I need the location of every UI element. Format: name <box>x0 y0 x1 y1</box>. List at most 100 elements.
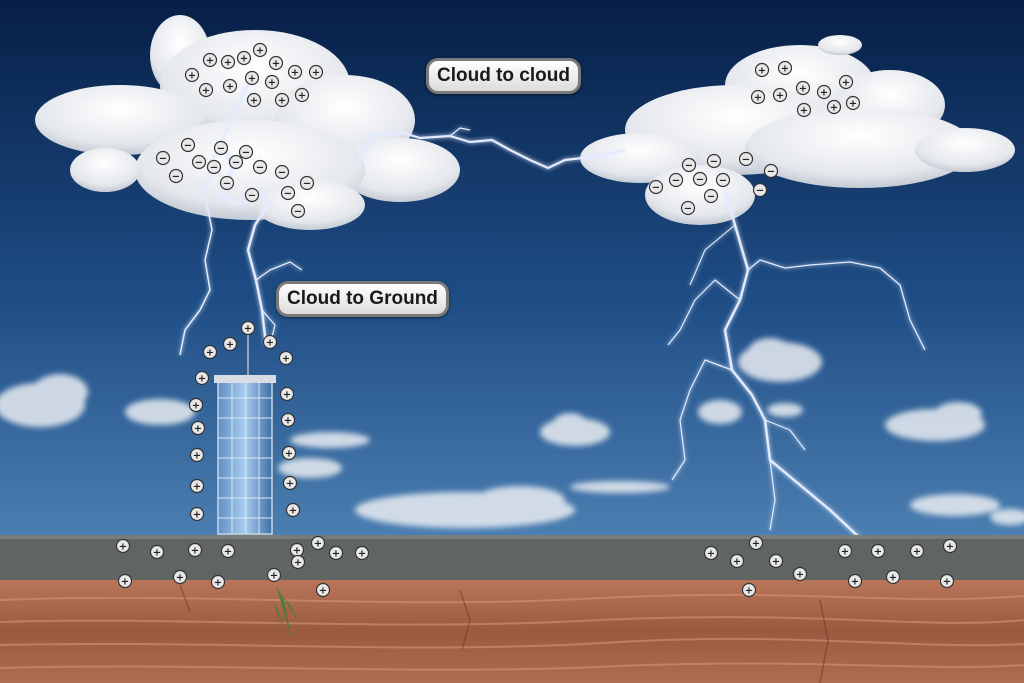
svg-text:+: + <box>745 586 753 597</box>
svg-text:−: − <box>159 154 167 165</box>
negative-charge: − <box>290 203 306 219</box>
left-storm-cloud <box>35 15 460 230</box>
positive-charge: + <box>190 420 206 436</box>
svg-text:−: − <box>172 172 180 183</box>
negative-charge: − <box>213 140 229 156</box>
cloud-to-cloud-label: Cloud to cloud <box>426 58 581 94</box>
svg-text:+: + <box>193 451 201 462</box>
negative-charge: − <box>280 185 296 201</box>
positive-charge: + <box>222 78 238 94</box>
negative-charge: − <box>715 172 731 188</box>
positive-charge: + <box>768 553 784 569</box>
negative-charge: − <box>706 153 722 169</box>
positive-charge: + <box>264 74 280 90</box>
positive-charge: + <box>220 54 236 70</box>
svg-text:+: + <box>206 56 214 67</box>
negative-charge: − <box>244 187 260 203</box>
svg-text:+: + <box>830 103 838 114</box>
negative-charge: − <box>648 179 664 195</box>
svg-text:+: + <box>266 338 274 349</box>
positive-charge: + <box>280 412 296 428</box>
positive-charge: + <box>189 478 205 494</box>
svg-text:+: + <box>772 557 780 568</box>
svg-text:−: − <box>284 189 292 200</box>
positive-charge: + <box>290 554 306 570</box>
negative-charge: − <box>191 154 207 170</box>
positive-charge: + <box>847 573 863 589</box>
positive-charge: + <box>315 582 331 598</box>
positive-charge: + <box>777 60 793 76</box>
positive-charge: + <box>729 553 745 569</box>
svg-text:−: − <box>210 163 218 174</box>
svg-text:+: + <box>946 542 954 553</box>
positive-charge: + <box>328 545 344 561</box>
positive-charge: + <box>826 99 842 115</box>
svg-text:+: + <box>153 548 161 559</box>
svg-text:+: + <box>758 66 766 77</box>
positive-charge: + <box>210 574 226 590</box>
svg-text:+: + <box>268 78 276 89</box>
negative-charge: − <box>299 175 315 191</box>
positive-charge: + <box>252 42 268 58</box>
positive-charge: + <box>194 370 210 386</box>
svg-text:−: − <box>294 207 302 218</box>
svg-text:+: + <box>282 354 290 365</box>
negative-charge: − <box>752 182 768 198</box>
svg-text:+: + <box>874 547 882 558</box>
positive-charge: + <box>287 64 303 80</box>
svg-text:+: + <box>206 348 214 359</box>
positive-charge: + <box>188 397 204 413</box>
positive-charge: + <box>308 64 324 80</box>
positive-charge: + <box>149 544 165 560</box>
negative-charge: − <box>252 159 268 175</box>
positive-charge: + <box>117 573 133 589</box>
svg-text:+: + <box>332 549 340 560</box>
positive-charge: + <box>792 566 808 582</box>
cloud-to-ground-lightning <box>179 79 303 356</box>
svg-text:−: − <box>684 204 692 215</box>
svg-text:−: − <box>223 179 231 190</box>
negative-charge: − <box>692 171 708 187</box>
svg-text:+: + <box>226 340 234 351</box>
negative-charge: − <box>681 157 697 173</box>
svg-text:+: + <box>294 558 302 569</box>
svg-text:+: + <box>244 324 252 335</box>
svg-text:+: + <box>781 64 789 75</box>
svg-text:−: − <box>707 192 715 203</box>
svg-text:+: + <box>214 578 222 589</box>
positive-charge: + <box>184 67 200 83</box>
svg-text:+: + <box>291 68 299 79</box>
positive-charge: + <box>115 538 131 554</box>
negative-charge: − <box>155 150 171 166</box>
svg-text:−: − <box>195 158 203 169</box>
svg-text:+: + <box>240 54 248 65</box>
svg-text:+: + <box>250 96 258 107</box>
svg-text:+: + <box>270 571 278 582</box>
svg-text:−: − <box>710 157 718 168</box>
positive-charge: + <box>282 475 298 491</box>
negative-charge: − <box>668 172 684 188</box>
svg-text:+: + <box>707 549 715 560</box>
svg-text:+: + <box>358 549 366 560</box>
negative-charge: − <box>763 163 779 179</box>
svg-text:+: + <box>119 542 127 553</box>
positive-charge: + <box>816 84 832 100</box>
svg-text:+: + <box>312 68 320 79</box>
negative-charge: − <box>703 188 719 204</box>
svg-text:+: + <box>754 93 762 104</box>
cloud-to-ground-label: Cloud to Ground <box>276 281 449 317</box>
svg-text:+: + <box>193 510 201 521</box>
negative-charge: − <box>168 168 184 184</box>
svg-text:−: − <box>719 176 727 187</box>
positive-charge: + <box>796 102 812 118</box>
positive-charge: + <box>870 543 886 559</box>
positive-charge: + <box>750 89 766 105</box>
positive-charge: + <box>244 70 260 86</box>
positive-charge: + <box>289 542 305 558</box>
svg-text:+: + <box>283 390 291 401</box>
svg-text:+: + <box>176 573 184 584</box>
svg-text:+: + <box>198 374 206 385</box>
positive-charge: + <box>354 545 370 561</box>
svg-text:+: + <box>889 573 897 584</box>
